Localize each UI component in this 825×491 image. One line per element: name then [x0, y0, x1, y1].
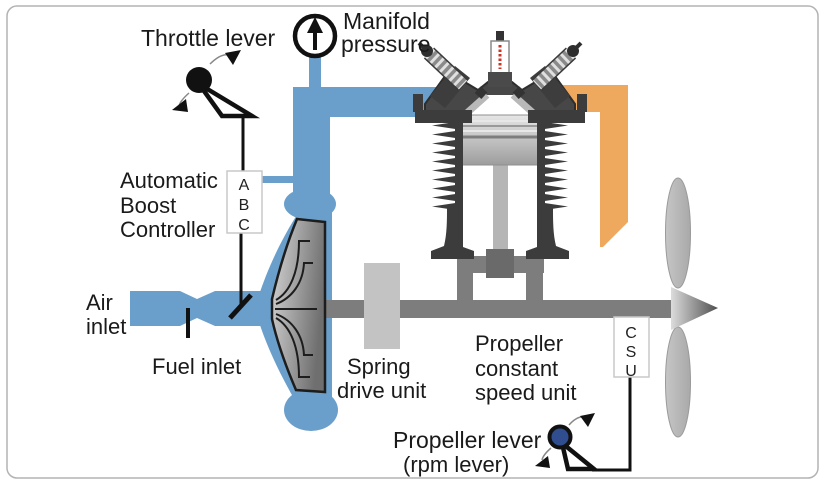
impeller-vanes: [275, 240, 317, 378]
intake-valve-tappet: [474, 86, 488, 100]
cooling-fins: [432, 121, 568, 211]
right-cylinder-skirt: [526, 208, 569, 259]
propeller: [665, 177, 718, 438]
boost-controller-label-1: Automatic: [120, 168, 218, 193]
csu-letter-s: S: [626, 344, 637, 361]
throttle-arrow-down-icon: [172, 99, 188, 112]
throttle-butterfly-valve: [228, 293, 253, 320]
propeller-lever-label-2: (rpm lever): [403, 452, 509, 477]
abc-letter-c: C: [238, 217, 250, 234]
throttle-arrow-up-icon: [225, 50, 241, 65]
csu-box: [613, 316, 650, 378]
manifold-pressure-label-2: pressure: [341, 31, 430, 57]
exhaust-valve-tappet: [512, 86, 526, 100]
drive-shaft: [320, 300, 672, 318]
drivetrain: [320, 256, 672, 318]
abc-letter-b: B: [239, 197, 250, 214]
boost-controller-label-3: Controller: [120, 217, 215, 242]
piston-rings: [462, 120, 538, 139]
exhaust-duct: [528, 85, 628, 247]
supercharger-impeller: [270, 217, 327, 394]
gauge-arrow-icon: [307, 17, 323, 33]
fuel-inlet-label: Fuel inlet: [152, 354, 241, 379]
throttle-lever-icon: [172, 50, 261, 119]
air-inlet-label-2: inlet: [86, 314, 126, 339]
propeller-lever-icon: [535, 413, 601, 472]
abc-sense-line: [260, 176, 294, 183]
air-inlet-venturi: [130, 291, 272, 326]
propeller-blade-top: [665, 177, 691, 289]
propeller-arrow-up-icon: [580, 413, 595, 427]
throttle-lever-label: Throttle lever: [141, 25, 276, 51]
throttle-lever-knob: [186, 67, 212, 93]
engine-cylinder: [413, 31, 587, 259]
propeller-arrow-down-icon: [535, 456, 550, 468]
propeller-lever-knob: [547, 424, 573, 450]
crankcase-right-leg: [526, 273, 543, 302]
gauge-stem-pipe: [309, 54, 321, 90]
propeller-blade-bottom: [665, 326, 691, 438]
manifold-pressure-gauge: [292, 13, 338, 59]
manifold-pressure-label-1: Manifold: [343, 8, 430, 34]
supercharger-bottom-bulge: [284, 389, 338, 431]
csu-control-rod: [592, 377, 632, 472]
right-mount-tab: [577, 94, 587, 112]
csu-letter-u: U: [625, 363, 637, 380]
right-head-flange: [528, 110, 585, 123]
induction-vertical-duct: [293, 87, 330, 199]
propeller-lever-label-1: Propeller lever: [393, 427, 542, 453]
left-cylinder-skirt: [431, 208, 474, 259]
crank-block: [486, 249, 514, 278]
abc-box: [226, 170, 263, 234]
spring-drive-label-2: drive unit: [337, 378, 426, 403]
csu-label-1: Propeller: [475, 331, 563, 356]
left-head-flange: [415, 110, 472, 123]
diagram-frame: [6, 5, 819, 479]
abc-letter-a: A: [239, 177, 250, 194]
spark-plug-icon: [488, 31, 512, 87]
air-inlet-label-1: Air: [86, 290, 113, 315]
csu-letter-c: C: [625, 325, 637, 342]
piston: [461, 114, 539, 166]
spring-drive-unit: [364, 263, 400, 349]
spring-drive-label-1: Spring: [347, 354, 411, 379]
boost-controller-label-2: Boost: [120, 193, 176, 218]
crankcase-left-leg: [457, 273, 473, 302]
connecting-rod: [493, 158, 508, 253]
csu-label-3: speed unit: [475, 380, 577, 405]
valve-springs: [417, 41, 583, 91]
propeller-spinner: [671, 287, 718, 330]
left-mount-tab: [413, 94, 423, 112]
csu-label-2: constant: [475, 356, 558, 381]
